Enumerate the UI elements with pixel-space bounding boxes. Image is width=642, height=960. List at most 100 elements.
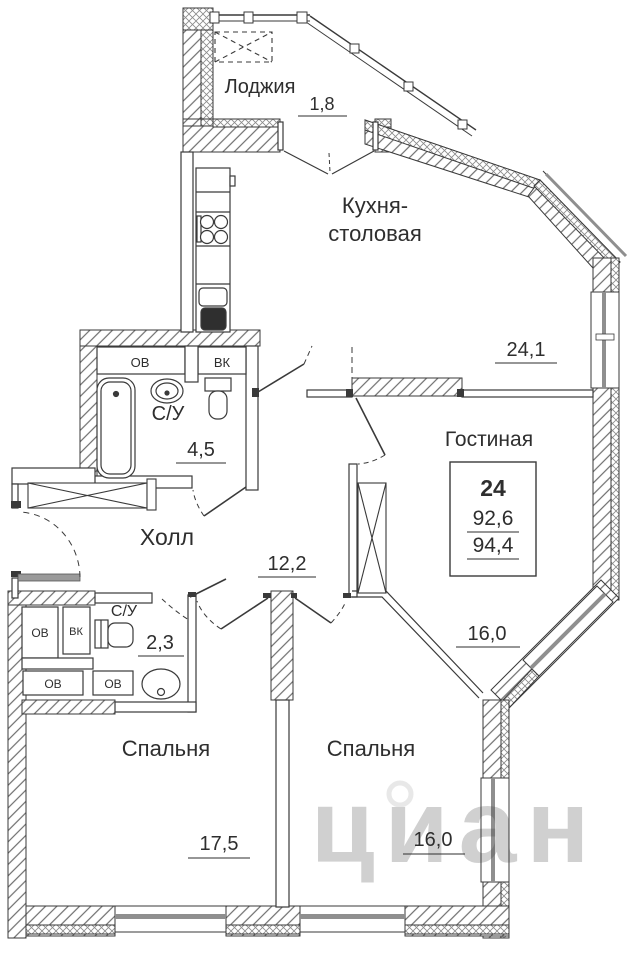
stove-burners bbox=[199, 214, 229, 245]
bathroom2-fixtures bbox=[21, 606, 181, 700]
wall-bathroom2-top-thin bbox=[94, 592, 153, 604]
wall-bedroom2-pier-top-ins bbox=[500, 699, 510, 779]
wall-right-pier-top-ins bbox=[610, 257, 620, 293]
area-label-living: 16,0 bbox=[468, 623, 507, 645]
wall-loggia-corner bbox=[182, 7, 214, 31]
living-door-swing bbox=[357, 454, 386, 465]
area-label-bathroom2: 2,3 bbox=[146, 632, 174, 654]
partitions bbox=[11, 121, 594, 908]
wall-bottom-pier-2-ins bbox=[225, 924, 301, 935]
wall-kitchen-living bbox=[351, 377, 463, 397]
room-label-bathroom1: С/У bbox=[152, 403, 185, 425]
area-label-bedroom1: 17,5 bbox=[200, 833, 239, 855]
room-label-bedroom1: Спальня bbox=[122, 736, 210, 761]
riser-box-ov4 bbox=[92, 670, 134, 696]
wall-bathroom2-bottom bbox=[21, 699, 116, 715]
wall-hall-kitchen-stub bbox=[306, 389, 353, 398]
apartment-number: 24 bbox=[480, 475, 506, 501]
room-label-kitchen-line1: Кухня- bbox=[342, 193, 408, 218]
kitchen-door-swing bbox=[303, 345, 313, 365]
room-label-bathroom2: С/У bbox=[111, 603, 138, 620]
wall-kitchen-living-thin bbox=[461, 389, 594, 398]
wall-bathroom1-right bbox=[245, 345, 259, 491]
room-label-loggia: Лоджия bbox=[225, 76, 296, 98]
kitchen-counter bbox=[195, 167, 236, 333]
room-label-kitchen-line2: столовая bbox=[328, 221, 422, 246]
bathroom2-door-swing bbox=[161, 598, 190, 621]
fridge-handle bbox=[229, 175, 236, 187]
balcony-door-leaf-left bbox=[283, 150, 329, 175]
bedroom2-door-swing bbox=[330, 600, 347, 624]
entry-door-swing bbox=[18, 511, 81, 578]
toilet2-bowl bbox=[107, 622, 134, 648]
watermark: циан bbox=[311, 769, 600, 885]
kitchen-sink-counter bbox=[198, 287, 228, 307]
toilet-tank bbox=[204, 377, 232, 392]
wall-pier-bedrooms bbox=[270, 590, 294, 701]
watermark-text: циан bbox=[311, 769, 600, 885]
area-label-bathroom1: 4,5 bbox=[187, 439, 215, 461]
wall-bathroom2-top bbox=[7, 590, 96, 606]
balcony-door-leaf-right bbox=[331, 150, 375, 175]
wardrobe-hall bbox=[27, 478, 157, 511]
riser-label-ov4: ОВ bbox=[104, 677, 121, 691]
bathtub-drain bbox=[112, 390, 120, 398]
wall-entry-niche-top bbox=[11, 467, 96, 485]
riser-label-vk2: ВК bbox=[69, 626, 83, 638]
wall-bedroom-divider bbox=[275, 699, 290, 908]
wall-right-pier-bottom-ins bbox=[610, 387, 620, 601]
windows bbox=[114, 11, 628, 933]
bathroom2-door-leaf bbox=[189, 578, 227, 598]
toilet-bowl bbox=[208, 390, 228, 420]
wall-kitchen-left-thin bbox=[180, 151, 194, 333]
entry-door-leaf bbox=[17, 573, 81, 582]
wall-bottom-pier-3-ins bbox=[404, 924, 510, 935]
washbasin2 bbox=[141, 668, 181, 700]
area-label-bedroom2: 16,0 bbox=[414, 829, 453, 851]
wardrobe-living bbox=[357, 482, 387, 594]
bathroom1-fixtures bbox=[96, 345, 247, 479]
apartment-area-total: 94,4 bbox=[473, 534, 514, 557]
room-label-living: Гостиная bbox=[445, 428, 533, 451]
apartment-info-box: 24 92,6 94,4 bbox=[449, 461, 537, 577]
wall-bathroom1-left bbox=[79, 345, 98, 477]
bedroom2-door-leaf bbox=[294, 597, 332, 624]
riser-shelf bbox=[21, 657, 94, 670]
wall-end-caps bbox=[11, 388, 464, 598]
room-label-bedroom2: Спальня bbox=[327, 736, 415, 761]
riser-box-vk2 bbox=[62, 606, 91, 655]
window-corner-glass bbox=[544, 172, 628, 258]
living-door-leaf bbox=[355, 397, 386, 456]
wardrobe-loggia bbox=[214, 31, 273, 63]
wall-under-loggia-ins-left bbox=[212, 118, 281, 128]
riser-label-ov2: ОВ bbox=[31, 626, 48, 640]
wall-under-loggia-left bbox=[182, 125, 281, 153]
riser-box-vk1 bbox=[197, 346, 247, 375]
doors bbox=[17, 150, 386, 630]
washbasin2-drain bbox=[156, 687, 166, 697]
wall-bathroom1-top bbox=[79, 329, 261, 347]
riser-stub bbox=[184, 345, 199, 383]
stove-panel bbox=[196, 215, 202, 243]
riser-box-ov1 bbox=[96, 346, 186, 375]
area-label-loggia: 1,8 bbox=[309, 94, 334, 114]
area-label-hall: 12,2 bbox=[268, 553, 307, 575]
area-label-kitchen: 24,1 bbox=[507, 339, 546, 361]
balcony-door-jamb-right bbox=[372, 121, 379, 151]
balcony-door-jamb-left bbox=[277, 121, 284, 151]
wall-bathroom2-bottom-thin bbox=[114, 701, 197, 713]
bathroom1-door-swing bbox=[192, 489, 205, 517]
bedroom1-door-leaf bbox=[220, 597, 269, 630]
wardrobes bbox=[27, 31, 387, 594]
wall-bathroom2-right bbox=[187, 594, 197, 713]
kitchen-sink-basin bbox=[200, 307, 227, 331]
room-label-hall: Холл bbox=[140, 524, 194, 550]
apartment-area-main: 92,6 bbox=[473, 507, 514, 530]
wall-hall-living-partition bbox=[348, 463, 358, 598]
exterior-walls bbox=[7, 7, 621, 939]
wall-entry-left-lower bbox=[11, 577, 19, 599]
riser-label-ov3: ОВ bbox=[44, 677, 61, 691]
riser-label-vk1: ВК bbox=[214, 355, 231, 370]
bedroom1-door-swing bbox=[196, 600, 222, 630]
